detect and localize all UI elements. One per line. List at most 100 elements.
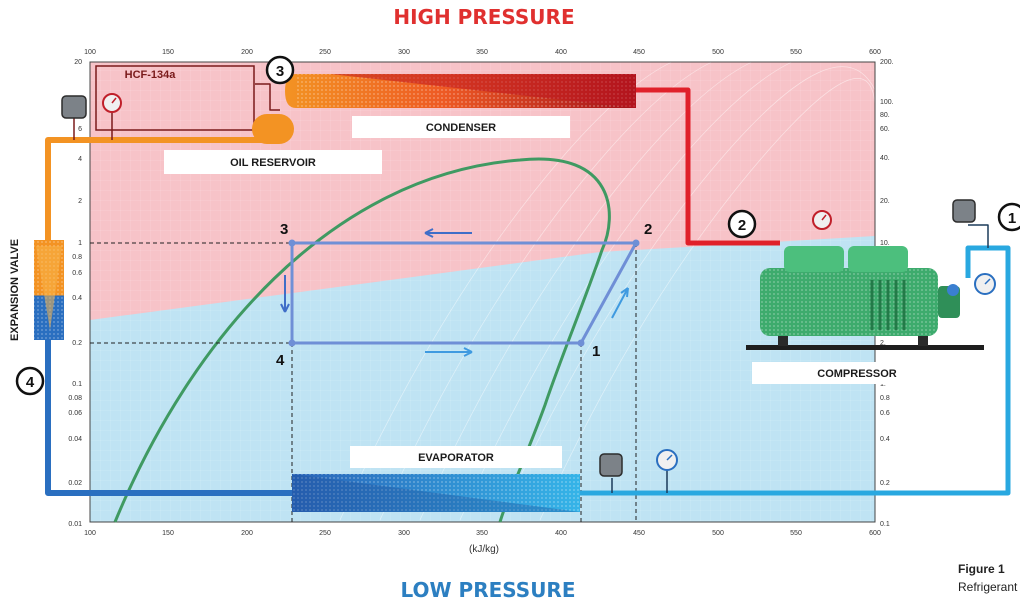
evaporator-texture	[292, 474, 580, 512]
y-tick-right: 200.	[880, 59, 894, 66]
y-tick-left: 4	[78, 156, 82, 163]
y-tick-right: 0.1	[880, 521, 890, 528]
expansion-valve: EXPANSION VALVE	[9, 239, 64, 341]
x-ticks-top: 100 150 200 250 300 350 400 450 500 550 …	[84, 49, 881, 56]
refrigerant-label: HCF-134a	[125, 69, 177, 81]
x-tick-bottom: 450	[633, 530, 645, 537]
refrigeration-cycle: 3 2 1 4	[276, 221, 652, 369]
stage-marker-4-label: 4	[26, 374, 35, 391]
y-tick-right: 40.	[880, 155, 890, 162]
oil-reservoir-tank	[252, 114, 294, 144]
x-tick-top: 450	[633, 49, 645, 56]
compressor-fins	[870, 280, 906, 330]
gauge-lines-bottom	[611, 468, 668, 493]
x-tick-top: 550	[790, 49, 802, 56]
stage-marker-4	[15, 366, 45, 396]
pressure-sensor-icon	[952, 199, 976, 223]
y-tick-right: 80.	[880, 112, 890, 119]
suction-line	[580, 245, 1011, 496]
x-tick-bottom: 500	[712, 530, 724, 537]
y-tick-left: 2	[78, 198, 82, 205]
oil-reservoir-label: OIL RESERVOIR	[230, 157, 316, 169]
y-tick-left: 20	[74, 59, 82, 66]
oil-reservoir-label-box	[164, 150, 382, 174]
x-tick-top: 400	[555, 49, 567, 56]
compressor-head	[784, 246, 844, 272]
x-tick-bottom: 250	[319, 530, 331, 537]
expansion-outlet-line	[45, 340, 292, 496]
figure-number: Figure 1	[958, 562, 1005, 576]
y-tick-left: 0.08	[68, 395, 82, 402]
compressor: COMPRESSOR	[746, 246, 984, 384]
y-tick-left: 0.1	[72, 381, 82, 388]
condenser: CONDENSER	[285, 74, 636, 138]
flow-arrow-up	[611, 287, 629, 319]
y-tick-right: 0.2	[880, 480, 890, 487]
y-tick-left: 0.2	[72, 340, 82, 347]
y-tick-right: 1.	[880, 381, 886, 388]
cycle-point-3: 3	[280, 221, 288, 238]
stage-marker-1	[997, 202, 1020, 232]
cycle-node	[632, 239, 640, 247]
x-tick-bottom: 300	[398, 530, 410, 537]
condenser-shading	[330, 74, 636, 108]
stage-marker-1-label: 1	[1008, 210, 1016, 227]
low-pressure-title: LOW PRESSURE	[401, 578, 576, 602]
sensor-line-right	[968, 224, 989, 248]
refrigerant-box	[95, 65, 255, 131]
evaporator-label: EVAPORATOR	[418, 452, 494, 464]
x-tick-top: 250	[319, 49, 331, 56]
compressor-foot	[918, 336, 928, 346]
x-tick-top: 350	[476, 49, 488, 56]
y-tick-right: 60.	[880, 126, 890, 133]
cycle-node	[288, 339, 296, 347]
y-tick-right: 0.8	[880, 395, 890, 402]
x-tick-top: 500	[712, 49, 724, 56]
stage-marker-3	[265, 55, 295, 85]
flow-arrow-right	[425, 347, 473, 357]
cycle-node	[288, 239, 296, 247]
x-tick-top: 300	[398, 49, 410, 56]
x-tick-top: 100	[84, 49, 96, 56]
x-ticks-bottom: 100 150 200 250 300 350 400 450 500 550 …	[84, 530, 881, 537]
compressor-label: COMPRESSOR	[817, 368, 897, 380]
y-tick-left: 0.01	[68, 521, 82, 528]
y-tick-right: 2.	[880, 340, 886, 347]
compressor-head	[848, 246, 908, 272]
x-tick-bottom: 200	[241, 530, 253, 537]
suction-valve	[947, 284, 959, 296]
evaporator: EVAPORATOR	[292, 446, 580, 512]
y-tick-left: 6	[78, 126, 82, 133]
oil-reservoir: OIL RESERVOIR	[164, 114, 382, 174]
y-tick-right: 0.4	[880, 436, 890, 443]
condenser-label-box	[352, 116, 570, 138]
stage-marker-2	[727, 209, 757, 239]
y-tick-left: 0.06	[68, 410, 82, 417]
y-tick-right: 20.	[880, 198, 890, 205]
high-pressure-title: HIGH PRESSURE	[393, 5, 574, 29]
x-tick-bottom: 400	[555, 530, 567, 537]
y-tick-left: 0.4	[72, 295, 82, 302]
compressor-rail	[746, 345, 984, 350]
y-tick-left: 0.02	[68, 480, 82, 487]
expansion-valve-cone	[36, 246, 62, 330]
y-tick-left: 1	[78, 240, 82, 247]
cycle-point-4: 4	[276, 352, 285, 369]
compressor-label-box	[752, 362, 962, 384]
evaporator-shading	[292, 474, 580, 512]
evaporator-label-box	[350, 446, 562, 468]
reservoir-feed-line	[255, 83, 280, 111]
y-tick-left: 0.6	[72, 270, 82, 277]
compressor-foot	[778, 336, 788, 346]
instruments	[61, 93, 996, 477]
expansion-valve-label: EXPANSION VALVE	[9, 239, 21, 341]
flow-arrow-left	[424, 228, 472, 238]
x-tick-bottom: 550	[790, 530, 802, 537]
x-tick-top: 150	[162, 49, 174, 56]
saturation-dome	[113, 157, 611, 523]
stage-marker-3-label: 3	[276, 63, 284, 80]
x-tick-bottom: 100	[84, 530, 96, 537]
y-tick-right: 100.	[880, 99, 894, 106]
y-ticks-left: 20 10 6 4 2 1 0.8 0.6 0.4 0.2 0.1 0.08 0…	[68, 59, 82, 528]
